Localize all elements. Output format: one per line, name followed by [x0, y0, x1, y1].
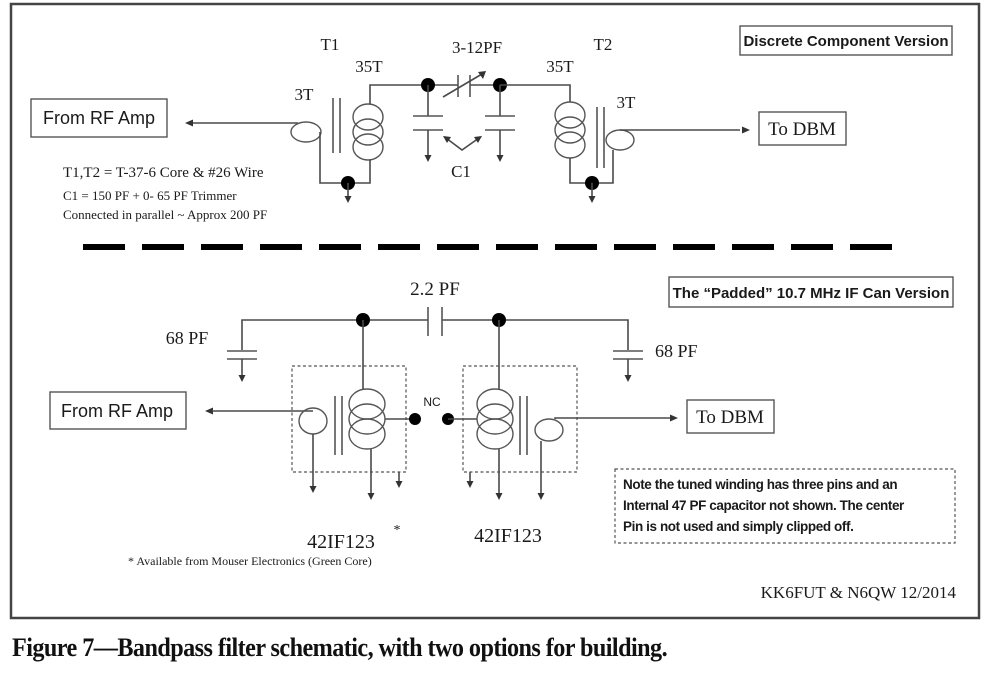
if-can-version: The “Padded” 10.7 MHz IF Can Version 2.2…: [49, 276, 956, 568]
t1-primary-label: 3T: [295, 85, 315, 104]
coupling-capacitor-icon: [427, 307, 443, 336]
if-output-box: [686, 399, 775, 434]
discrete-input-label: From RF Amp: [43, 108, 155, 128]
pad-cap-right-label: 68 PF: [655, 341, 698, 361]
t2-primary-label: 3T: [617, 93, 637, 112]
discrete-version: Discrete Component Version From RF Amp T…: [30, 25, 953, 222]
part-left-asterisk: *: [394, 523, 401, 538]
figure-caption: Figure 7—Bandpass filter schematic, with…: [12, 633, 668, 662]
transformer-t2-icon: [500, 84, 740, 203]
nc-label: NC: [423, 395, 441, 409]
pin-note-line-1: Note the tuned winding has three pins an…: [623, 477, 897, 492]
if-output-label: To DBM: [696, 407, 764, 428]
discrete-coupling-cap-label: 3-12PF: [452, 38, 502, 57]
if-can-title-box: [668, 276, 954, 308]
discrete-note-core: T1,T2 = T-37-6 Core & #26 Wire: [63, 165, 264, 181]
discrete-output-box: [758, 111, 847, 146]
nc-pin-left: [409, 413, 421, 425]
pad-cap-left-label: 68 PF: [166, 328, 209, 348]
pin-note-box: [614, 468, 956, 544]
arrow-left-icon: [185, 119, 193, 127]
discrete-output-label: To DBM: [768, 119, 836, 140]
c1-label: C1: [451, 162, 471, 181]
if-input-box: [49, 391, 187, 430]
part-left-label: 42IF123: [307, 531, 375, 553]
figure-frame: [9, 2, 981, 620]
if-transformer-right-icon: [448, 320, 670, 500]
pin-note-line-2: Internal 47 PF capacitor not shown. The …: [623, 498, 905, 513]
mouser-footnote: * Available from Mouser Electronics (Gre…: [128, 554, 372, 568]
transformer-t1-icon: [290, 84, 428, 203]
if-input-label: From RF Amp: [61, 401, 173, 421]
arrow-right-icon: [742, 126, 750, 134]
discrete-note-c1: C1 = 150 PF + 0- 65 PF Trimmer: [63, 188, 237, 203]
pin-note-line-3: Pin is not used and simply clipped off.: [623, 519, 853, 534]
discrete-note-parallel: Connected in parallel ~ Approx 200 PF: [63, 207, 267, 222]
pad-capacitor-left-icon: [226, 350, 257, 382]
arrow-left-icon: [205, 407, 213, 415]
author-credit: KK6FUT & N6QW 12/2014: [761, 583, 957, 602]
t1-secondary-label: 35T: [355, 57, 383, 76]
t2-secondary-label: 35T: [546, 57, 574, 76]
discrete-input-box: [30, 98, 168, 138]
part-right-label: 42IF123: [474, 525, 542, 547]
discrete-title-box: [739, 25, 953, 56]
c1-capacitors-icon: [413, 85, 515, 162]
discrete-title: Discrete Component Version: [743, 33, 948, 50]
t1-label: T1: [321, 35, 340, 54]
pad-capacitor-right-icon: [613, 350, 643, 382]
if-can-title: The “Padded” 10.7 MHz IF Can Version: [673, 285, 950, 302]
arrow-right-icon: [670, 414, 678, 422]
t2-label: T2: [594, 35, 613, 54]
if-coupling-cap-label: 2.2 PF: [410, 279, 460, 300]
